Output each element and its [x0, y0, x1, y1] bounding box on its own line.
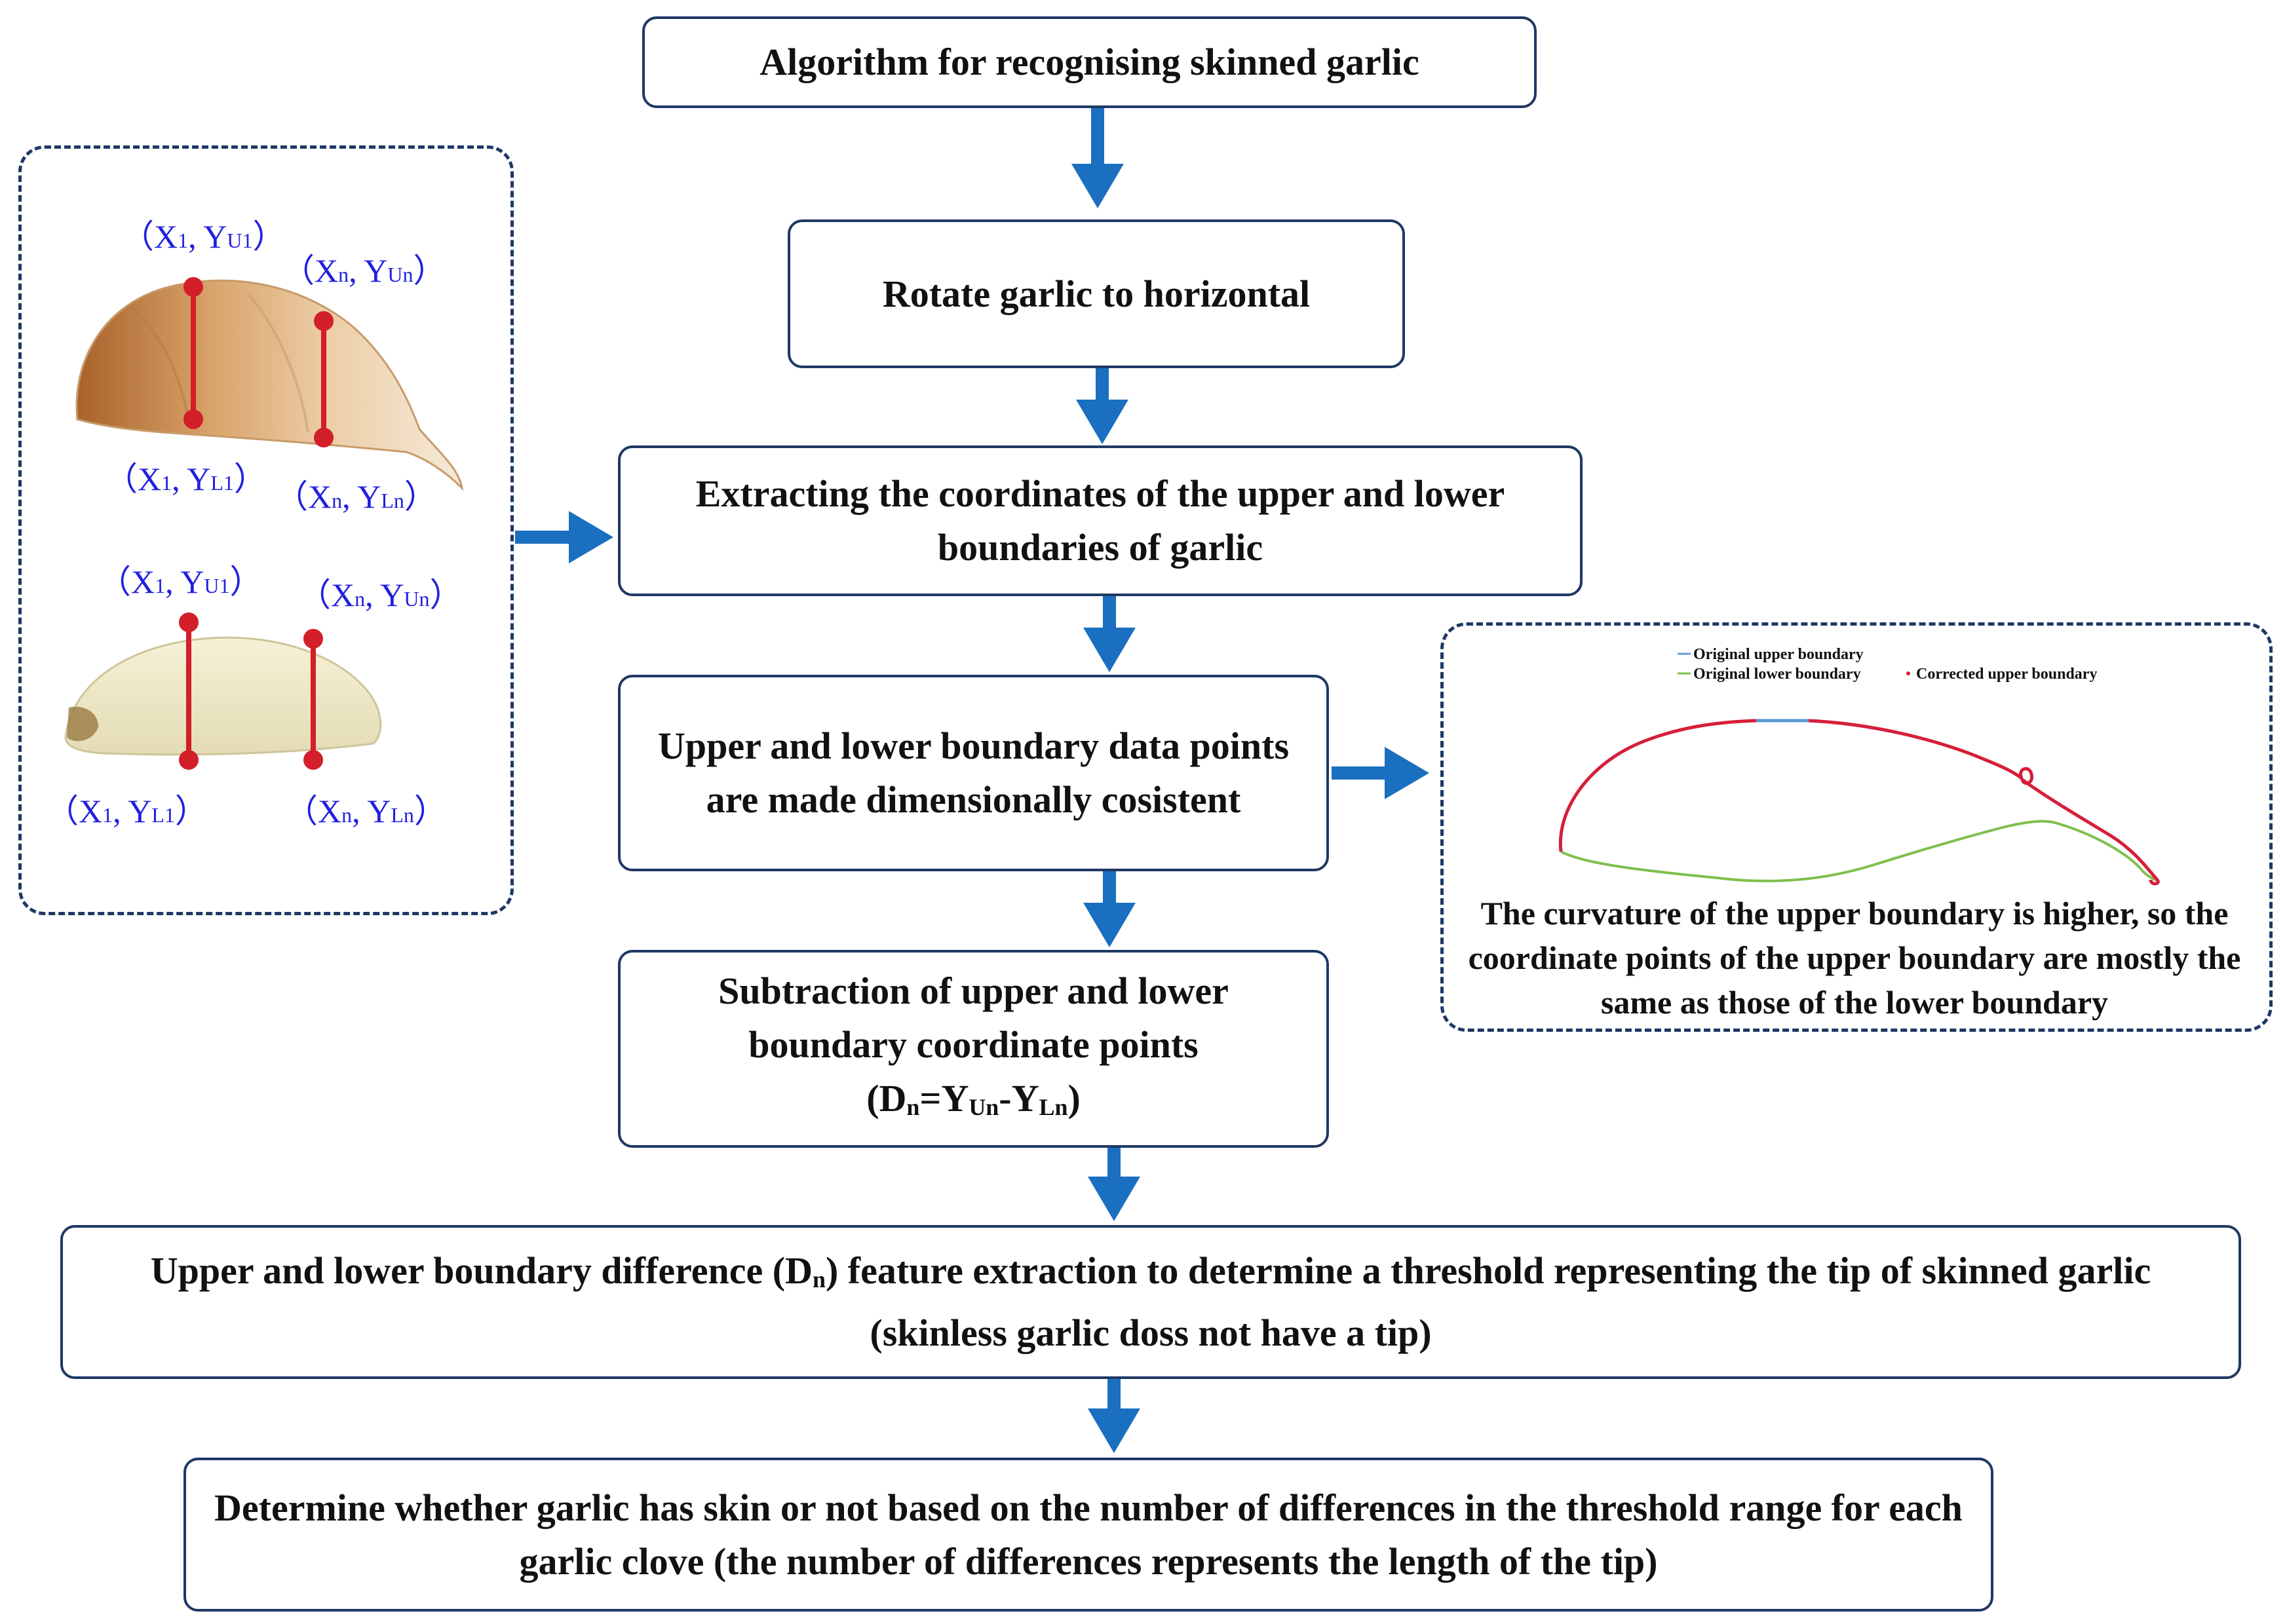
determine-text: Determine whether garlic has skin or not… — [214, 1486, 1963, 1583]
extract-text: Extracting the coordinates of the upper … — [695, 472, 1505, 569]
title-text: Algorithm for recognising skinned garlic — [759, 41, 1419, 83]
determine-box: Determine whether garlic has skin or not… — [183, 1458, 1993, 1612]
feature-box: Upper and lower boundary difference (Dn)… — [60, 1225, 2241, 1379]
rotate-box: Rotate garlic to horizontal — [788, 219, 1405, 368]
subtraction-text: Subtraction of upper and lower boundary … — [718, 969, 1229, 1066]
boundary-note: The curvature of the upper boundary is h… — [1468, 895, 2241, 1021]
subtraction-box: Subtraction of upper and lower boundary … — [618, 950, 1329, 1148]
consistent-text: Upper and lower boundary data points are… — [657, 725, 1290, 821]
rotate-text: Rotate garlic to horizontal — [882, 272, 1311, 315]
title-box: Algorithm for recognising skinned garlic — [642, 16, 1537, 108]
subtraction-content: Subtraction of upper and lower boundary … — [621, 964, 1326, 1134]
extract-box: Extracting the coordinates of the upper … — [618, 445, 1583, 596]
consistent-box: Upper and lower boundary data points are… — [618, 675, 1329, 871]
feature-text: Upper and lower boundary difference (Dn)… — [150, 1249, 2151, 1354]
subtraction-formula: (Dn=YUn-YLn) — [866, 1076, 1081, 1120]
garlic-boundary-panel — [18, 145, 514, 915]
